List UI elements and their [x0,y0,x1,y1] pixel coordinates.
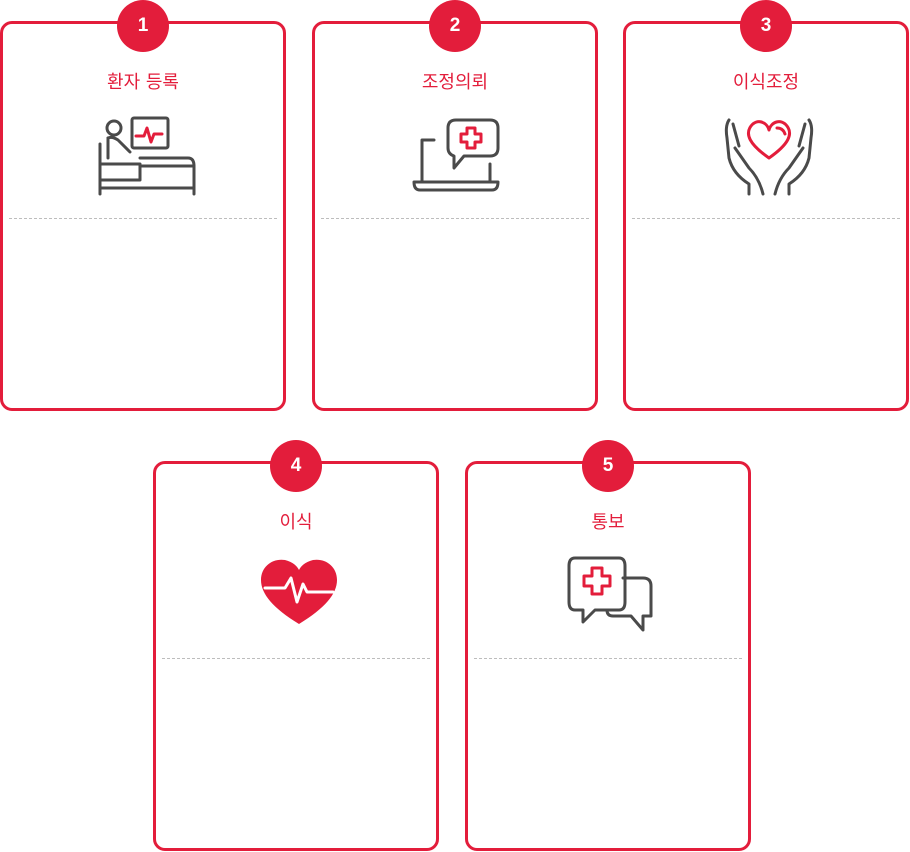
step-card-1: 1 환자 등록 [0,0,286,411]
step-title: 이식 [279,512,313,533]
step-number-badge: 4 [270,440,322,492]
step-card-5: 5 통보 [465,440,751,851]
step-title: 이식조정 [732,72,800,93]
patient-bed-monitor-icon [96,114,196,198]
step-card-3: 3 이식조정 [623,0,909,411]
divider [162,658,430,659]
step-title: 환자 등록 [107,72,179,93]
step-number-badge: 1 [117,0,169,52]
heart-pulse-icon [249,554,349,638]
step-number-badge: 5 [582,440,634,492]
hands-heart-icon [719,114,819,198]
step-card-4: 4 이식 [153,440,439,851]
step-title: 조정의뢰 [421,72,489,93]
medical-chat-bubbles-icon [561,554,661,638]
step-card-2: 2 조정의뢰 [312,0,598,411]
step-number-badge: 2 [429,0,481,52]
divider [9,218,277,219]
step-number-badge: 3 [740,0,792,52]
divider [321,218,589,219]
divider [632,218,900,219]
divider [474,658,742,659]
step-title: 통보 [591,512,625,533]
laptop-medical-chat-icon [408,114,508,198]
